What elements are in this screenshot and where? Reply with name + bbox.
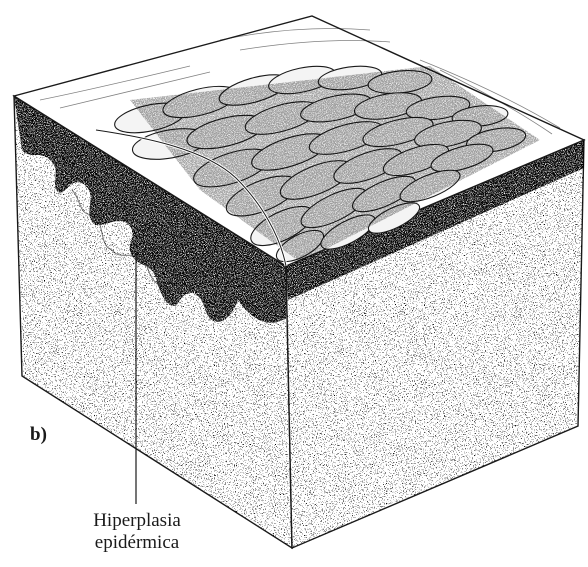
hiperplasia-label: Hiperplasia epidérmica bbox=[78, 510, 196, 554]
hiperplasia-label-line1: Hiperplasia bbox=[78, 510, 196, 532]
hiperplasia-label-line2: epidérmica bbox=[78, 532, 196, 554]
panel-label: b) bbox=[30, 424, 47, 446]
